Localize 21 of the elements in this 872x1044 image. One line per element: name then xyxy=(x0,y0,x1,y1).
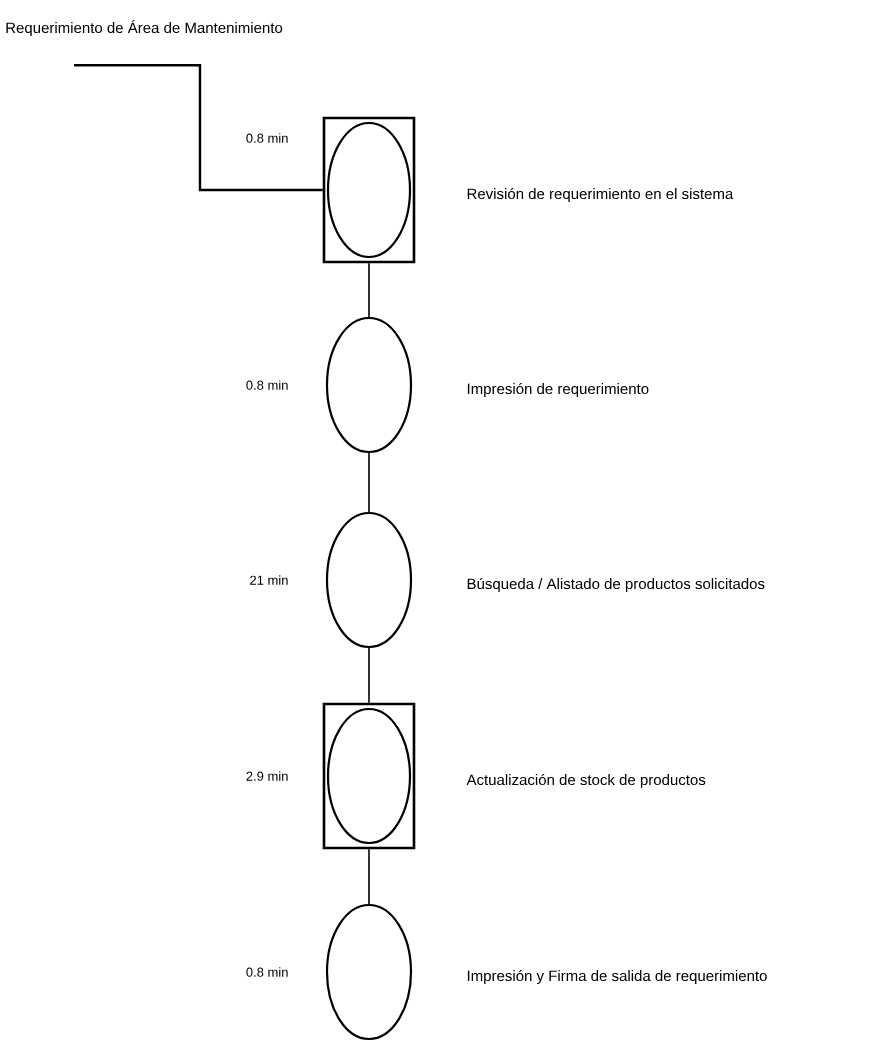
connector-line xyxy=(368,262,370,318)
duration-label: 0.8 min xyxy=(246,133,288,143)
operation-circle xyxy=(325,511,413,649)
step-description: Actualización de stock de productos xyxy=(466,773,706,789)
duration-label: 0.8 min xyxy=(246,967,288,977)
heading-text: Requerimiento de Área de Mantenimiento xyxy=(6,19,283,37)
connector-line xyxy=(368,647,370,704)
step-description: Impresión y Firma de salida de requerimiento xyxy=(467,969,767,985)
duration-label: 21 min xyxy=(250,575,288,585)
step-description: Impresión de requerimiento xyxy=(467,382,649,398)
step-description: Búsqueda / Alistado de productos solicitados xyxy=(467,577,765,593)
step-description: Revisión de requerimiento en el sistema xyxy=(467,187,734,203)
duration-label: 2.9 min xyxy=(246,771,288,781)
duration-label: 0.8 min xyxy=(246,380,288,390)
connector-line xyxy=(368,452,370,513)
connector-line xyxy=(368,848,370,905)
operation-inspection-symbol xyxy=(322,116,416,264)
operation-circle xyxy=(325,903,413,1041)
operation-circle xyxy=(325,316,413,454)
operation-inspection-symbol xyxy=(322,702,416,850)
connector-line xyxy=(74,64,323,192)
